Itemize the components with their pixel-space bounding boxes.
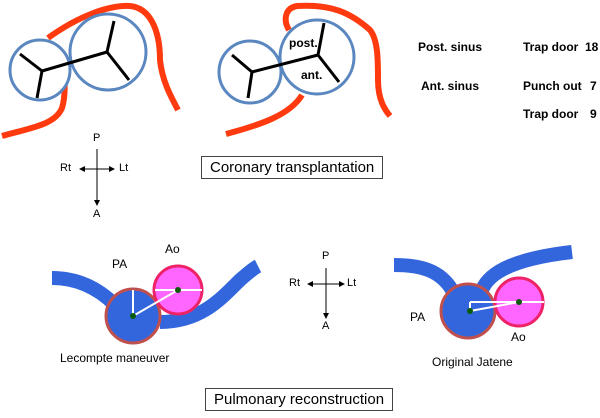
jatene-ao-label: Ao bbox=[511, 330, 526, 344]
orient-p: P bbox=[93, 132, 101, 144]
commissure-lines bbox=[231, 22, 341, 99]
orient-rt: Rt bbox=[289, 277, 300, 289]
coronary-artery-line bbox=[282, 2, 393, 118]
pulmonary-reconstruction-title: Pulmonary reconstruction bbox=[205, 388, 394, 411]
orient-a: A bbox=[322, 320, 330, 332]
ao-center-dot bbox=[516, 299, 522, 305]
orient-a: A bbox=[93, 208, 101, 220]
table-method-1: Punch out bbox=[523, 79, 582, 93]
pa-center-dot bbox=[130, 313, 136, 319]
table-count-2: 9 bbox=[590, 107, 597, 121]
pulmonary-artery-branch bbox=[51, 271, 120, 311]
table-count-0: 18 bbox=[585, 40, 599, 54]
orientation-cross-bottom bbox=[307, 268, 345, 319]
jatene-pa-label: PA bbox=[410, 310, 426, 324]
orient-rt: Rt bbox=[60, 162, 71, 174]
table-sinus-1: Ant. sinus bbox=[421, 79, 480, 93]
coronary-artery-line bbox=[46, 2, 181, 112]
pulmonary-artery-branch bbox=[475, 245, 573, 294]
table-method-0: Trap door bbox=[523, 40, 579, 54]
pulmonary-artery-branch bbox=[393, 258, 459, 294]
table-method-2: Trap door bbox=[523, 107, 579, 121]
commissure-lines bbox=[19, 20, 131, 99]
coronary-artery-line bbox=[225, 93, 305, 137]
post-label: post. bbox=[289, 36, 318, 50]
lecompte-ao-label: Ao bbox=[165, 242, 180, 256]
sinus-circle-left bbox=[278, 18, 356, 96]
pulmonary-artery-branch bbox=[159, 259, 262, 329]
orient-p: P bbox=[322, 250, 330, 262]
table-sinus-0: Post. sinus bbox=[418, 40, 483, 54]
jatene-diagram bbox=[393, 245, 573, 340]
orient-lt: Lt bbox=[119, 162, 129, 174]
table-count-1: 7 bbox=[590, 79, 597, 93]
orientation-cross-top bbox=[79, 149, 115, 206]
lecompte-caption: Lecompte maneuver bbox=[60, 351, 170, 365]
ant-label: ant. bbox=[301, 68, 323, 82]
lecompte-pa-label: PA bbox=[112, 257, 128, 271]
lecompte-diagram bbox=[51, 259, 262, 345]
coronary-transplantation-title: Coronary transplantation bbox=[201, 156, 384, 179]
jatene-caption: Original Jatene bbox=[432, 355, 513, 369]
orient-lt: Lt bbox=[347, 277, 357, 289]
coronary-before-diagram bbox=[1, 2, 181, 139]
coronary-after-diagram bbox=[217, 2, 393, 137]
ao-center-dot bbox=[175, 287, 181, 293]
pa-center-dot bbox=[467, 308, 473, 314]
